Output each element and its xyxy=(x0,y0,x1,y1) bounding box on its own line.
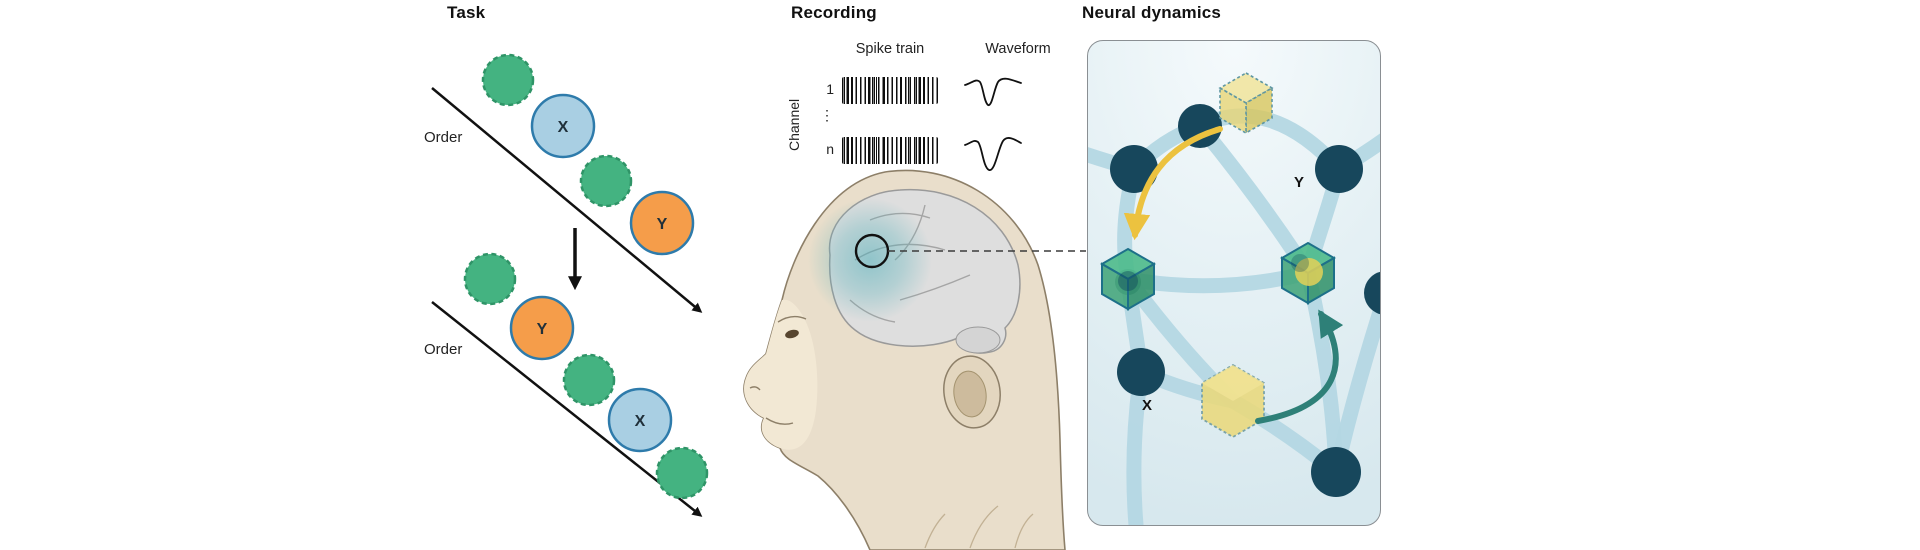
task-panel-title: Task xyxy=(447,3,486,22)
network-node xyxy=(1178,104,1222,148)
neural-dynamics-panel-title: Neural dynamics xyxy=(1082,3,1222,22)
neural-dynamics-diagram: Y X xyxy=(1088,72,1380,525)
channel-ellipsis: ⋮ xyxy=(820,107,834,123)
monkey-face-patch xyxy=(744,299,818,450)
network-node xyxy=(1311,447,1361,497)
waveform-column-label: Waveform xyxy=(985,41,1051,57)
sequence1-item-y xyxy=(629,190,695,256)
sequence2-item-y xyxy=(509,295,575,361)
neural-state-y-label: Y xyxy=(1294,174,1304,191)
subspace-cube-right xyxy=(1279,241,1337,305)
sequence2-order-label: Order xyxy=(424,341,462,358)
network-node xyxy=(1110,145,1158,193)
channel-1-tick: 1 xyxy=(826,81,834,97)
latent-state-y-cube xyxy=(1218,72,1274,135)
sequence1-order-arrow xyxy=(431,87,703,313)
waveform-channel-1 xyxy=(964,77,1022,106)
neural-state-x-label: X xyxy=(1142,397,1152,414)
spike-train-raster-channel-n xyxy=(842,137,938,164)
network-node xyxy=(1117,348,1165,396)
subspace-cube-left xyxy=(1099,247,1157,311)
site-to-panel-dashed-line xyxy=(888,250,1086,252)
monkey-ear-inner xyxy=(953,370,987,418)
recording-panel-title: Recording xyxy=(791,3,877,22)
sequence1-item-y-label: Y xyxy=(657,216,668,233)
sequence2-item-x-label: X xyxy=(635,413,646,430)
neck-fur-lines xyxy=(924,505,1034,549)
neural-dynamics-panel: Y X xyxy=(1087,40,1381,526)
recording-traces-block: Spike train Waveform Channel 1 ⋮ n xyxy=(786,35,1100,200)
monkey-brow-line xyxy=(777,315,807,323)
sequence2-item-x xyxy=(607,387,673,453)
sequence1-item-x xyxy=(530,93,596,159)
sequence1-item-green-1 xyxy=(481,53,535,107)
spike-train-column-label: Spike train xyxy=(855,41,925,57)
monkey-nostril xyxy=(749,386,761,391)
transfer-arrow-yellow xyxy=(1123,126,1223,241)
waveform-channel-n xyxy=(964,137,1022,171)
sequence2-item-green-3 xyxy=(655,446,709,500)
channel-axis-label: Channel xyxy=(786,98,802,152)
sequence1-item-green-2 xyxy=(579,154,633,208)
sequence2-item-y-label: Y xyxy=(537,321,548,338)
sequence2-item-green-1 xyxy=(463,252,517,306)
network-node xyxy=(1315,145,1363,193)
network-nodes xyxy=(1110,104,1380,497)
channel-n-tick: n xyxy=(826,141,834,157)
sequence2-order-arrow xyxy=(431,301,703,517)
cerebellum xyxy=(955,326,1001,354)
monkey-eye xyxy=(785,329,799,339)
transfer-arrow-teal xyxy=(1255,309,1344,424)
sequence1-item-x-label: X xyxy=(558,119,569,136)
latent-state-x-hexagon xyxy=(1201,363,1265,439)
sequence1-order-label: Order xyxy=(424,129,462,146)
monkey-mouth-line xyxy=(765,417,794,425)
network-node xyxy=(1364,271,1380,315)
recording-site-highlight xyxy=(808,198,932,322)
monkey-head-illustration xyxy=(743,169,1066,550)
spike-train-raster-channel-1 xyxy=(842,77,938,104)
sequence2-item-green-2 xyxy=(562,353,616,407)
task-diagram: Order Order X Y Y X xyxy=(424,53,709,517)
